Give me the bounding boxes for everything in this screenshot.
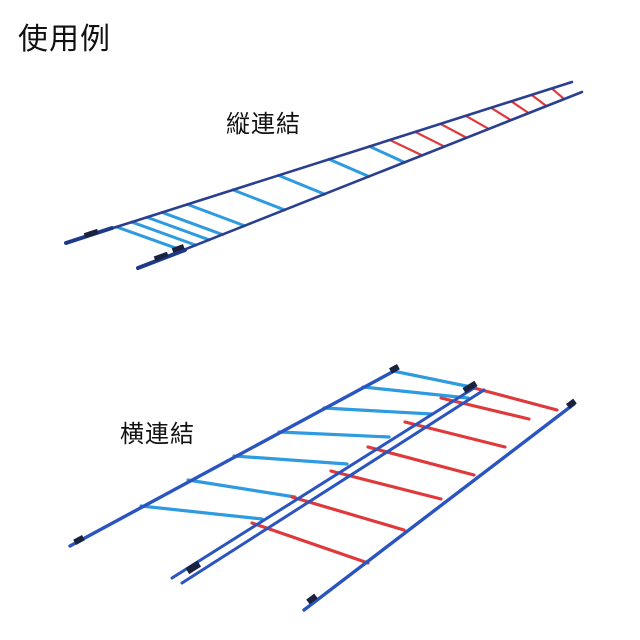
rung-red	[464, 114, 490, 131]
vertical-connection-ladder	[64, 80, 584, 270]
rung-blue	[368, 144, 406, 164]
horizontal-connection-label: 横連結	[120, 420, 195, 448]
rung-blue	[186, 478, 297, 499]
rung-red	[439, 396, 531, 421]
vertical-connection-label: 縦連結	[226, 110, 301, 138]
rung-red	[366, 445, 476, 477]
rung-blue	[391, 369, 478, 390]
rung-red	[489, 106, 513, 122]
rung-red	[530, 93, 548, 108]
rung-red	[439, 122, 468, 139]
horizontal-connection-ladder	[68, 364, 577, 612]
rung-blue	[232, 454, 349, 466]
rung-red	[472, 386, 559, 412]
rung-blue	[130, 220, 198, 247]
rung-blue	[115, 225, 184, 252]
rung-blue	[277, 173, 326, 196]
rung-blue	[185, 202, 247, 228]
rung-red	[550, 87, 566, 101]
rung-red	[414, 130, 446, 148]
rung-blue	[361, 385, 470, 400]
rung-red	[329, 469, 443, 501]
rung-blue	[327, 157, 371, 178]
rung-blue	[277, 430, 391, 439]
rung-red	[510, 100, 530, 115]
rung-blue	[322, 406, 434, 416]
rung-blue	[145, 215, 211, 242]
rung-red	[388, 138, 424, 157]
page-title: 使用例	[18, 22, 111, 57]
rung-blue	[160, 210, 224, 237]
rung-blue	[139, 504, 264, 521]
rung-blue	[231, 188, 287, 212]
rung-red	[403, 420, 507, 449]
rung-red	[250, 521, 370, 565]
